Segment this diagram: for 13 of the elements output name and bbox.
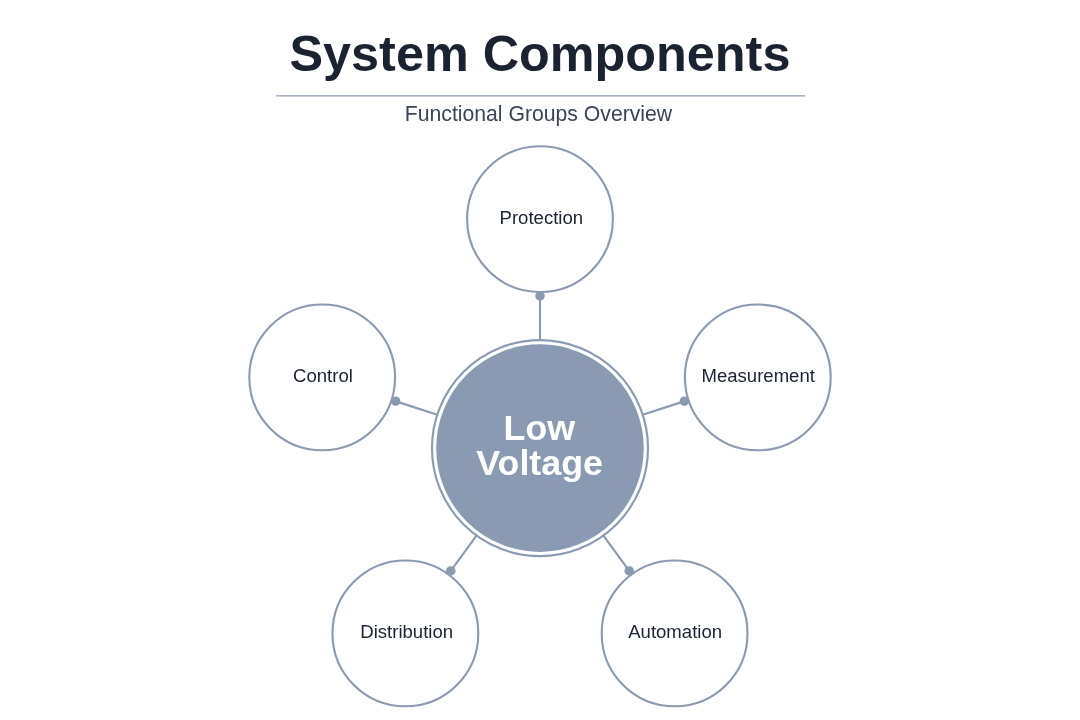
connector (446, 535, 478, 576)
caption: Functional Groups Overview (404, 101, 673, 125)
node-circle: Distribution (331, 559, 480, 708)
node-circle: Automation (600, 559, 749, 708)
node-circle: Protection (466, 145, 614, 294)
diagram-title: System Components (289, 25, 791, 83)
node-circle: Control (248, 303, 397, 452)
connector (390, 396, 438, 416)
node-circle: Measurement (683, 303, 832, 452)
connector (642, 396, 690, 416)
node-circle: Low Voltage (430, 339, 650, 558)
connector (535, 291, 545, 340)
connector (602, 535, 634, 576)
